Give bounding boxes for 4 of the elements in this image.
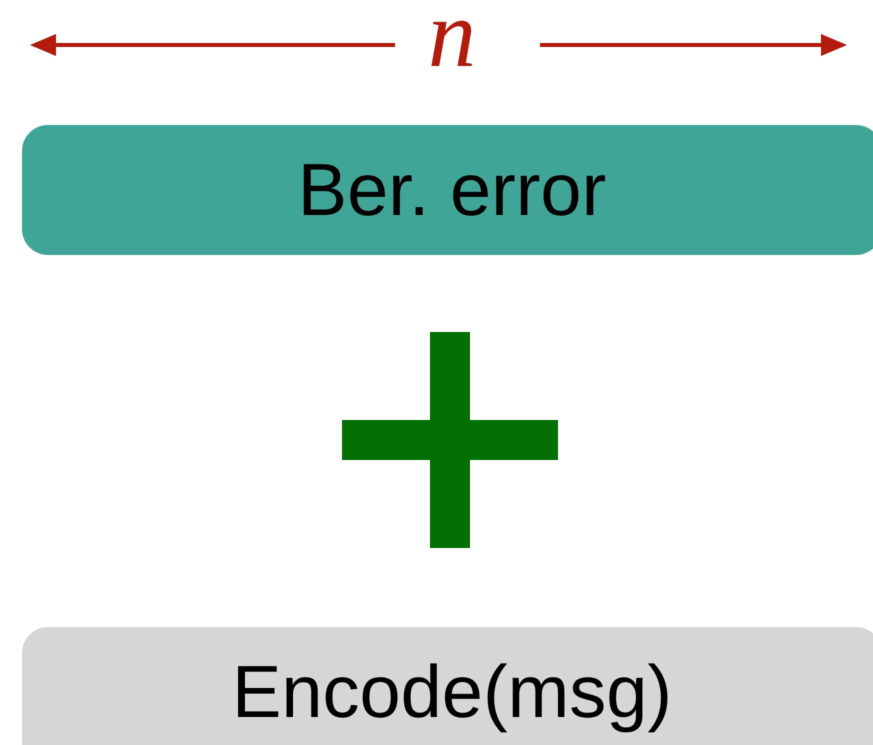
dimension-label: n <box>428 0 476 82</box>
box-label: Ber. error <box>298 153 606 227</box>
encode-box <box>22 627 873 745</box>
error-box <box>22 125 873 255</box>
